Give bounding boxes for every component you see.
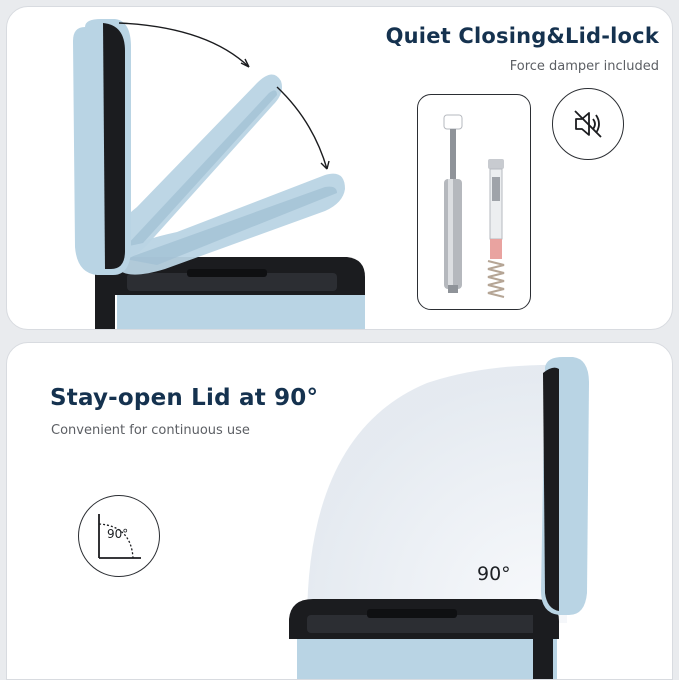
- bin-handle-slot: [187, 269, 267, 277]
- stay-open-panel: Stay-open Lid at 90° Convenient for cont…: [6, 342, 673, 680]
- lid-position-3: [115, 173, 345, 275]
- section-subtitle: Convenient for continuous use: [51, 423, 250, 438]
- bin-handle-slot: [367, 609, 457, 618]
- quiet-closing-panel: Quiet Closing&Lid-lock Force damper incl…: [6, 6, 673, 330]
- trash-can-lid-closing-illustration: [73, 19, 365, 329]
- bin-inner-liner: [307, 615, 537, 633]
- lid-swing-arc: [307, 364, 567, 623]
- force-damper-card: [417, 94, 531, 310]
- badge-angle-label: 90°: [107, 527, 129, 541]
- mute-icon: [574, 110, 602, 138]
- lid-position-1: [73, 19, 131, 275]
- damper-piston-icon: [443, 114, 463, 293]
- motion-arrow-2: [276, 86, 328, 170]
- section-subtitle: Force damper included: [509, 59, 659, 74]
- lid-angle-label: 90°: [477, 563, 511, 585]
- trash-can-open-lid-illustration: [289, 357, 589, 679]
- section-title: Quiet Closing&Lid-lock: [385, 24, 659, 48]
- bin-hinge: [533, 611, 553, 679]
- bin-hinge: [95, 269, 115, 329]
- mute-badge: [552, 88, 624, 160]
- motion-arrow-1: [118, 22, 250, 68]
- damper-spring-icon: [487, 159, 505, 298]
- bin-inner-liner: [127, 273, 337, 291]
- lid-position-2: [112, 74, 282, 260]
- right-angle-badge: 90°: [78, 495, 160, 577]
- section-title: Stay-open Lid at 90°: [50, 385, 319, 411]
- right-angle-icon: [98, 514, 141, 559]
- open-lid: [541, 357, 589, 615]
